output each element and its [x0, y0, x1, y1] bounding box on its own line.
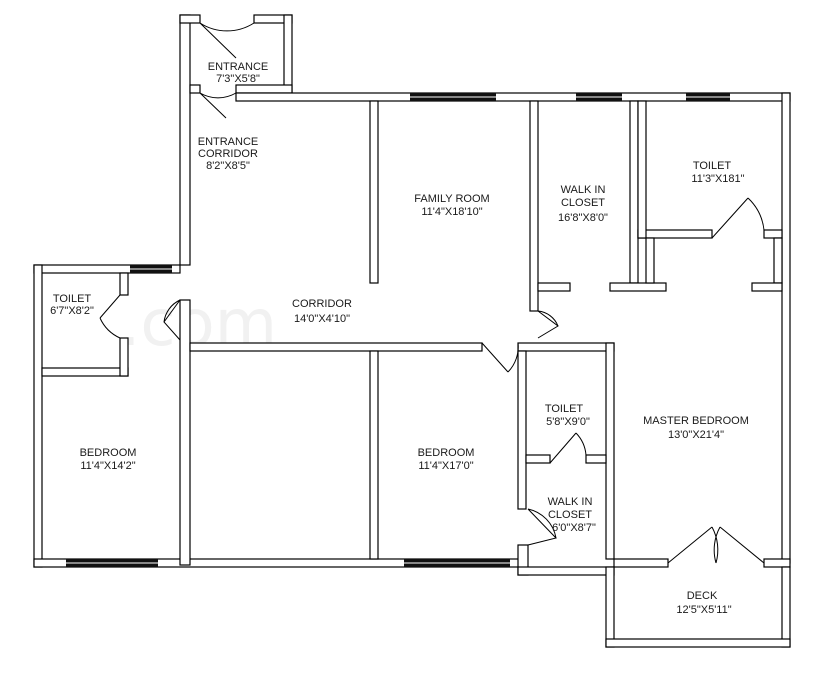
wall-closet-bottom	[517, 566, 615, 576]
label-deck-size: 12'5"X5'11"	[676, 604, 731, 616]
walls	[33, 14, 791, 648]
wall-master-stub-right	[773, 237, 783, 284]
label-master-bedroom: MASTER BEDROOM	[643, 415, 749, 427]
door-middle-toilet	[549, 432, 587, 464]
wall-corridor-bottom-left	[189, 342, 483, 352]
wall-deck-bottom	[605, 638, 791, 648]
wall-master-bottom-right	[763, 558, 791, 568]
wall-corridor-bottom-right	[517, 342, 615, 352]
wall-middle-toilet-bottom-right	[585, 454, 607, 464]
door-corridor-right	[537, 310, 559, 339]
label-entrance-size: 7'3"X5'8"	[216, 73, 260, 85]
wall-middle-toilet-bottom-left	[525, 454, 551, 464]
wall-family-left	[369, 100, 379, 284]
label-entrance-corridor-size: 8'2"X8'5"	[206, 160, 250, 172]
label-bedroom-middle: BEDROOM	[418, 447, 475, 459]
window-left-top	[130, 265, 172, 273]
wall-right	[781, 92, 791, 564]
wall-entrance-top-left	[179, 14, 201, 24]
door-middle-bedroom	[481, 342, 519, 373]
doors	[99, 22, 765, 564]
wall-middle-bedroom-left	[369, 350, 379, 560]
label-toilet-master-size: 11'3"X181"	[691, 173, 744, 185]
room-labels: ENTRANCE 7'3"X5'8" ENTRANCE CORRIDOR 8'2…	[50, 61, 749, 616]
door-corridor-left	[163, 299, 181, 341]
door-left-toilet	[99, 294, 121, 339]
wall-entrance-bottom-left	[189, 84, 201, 94]
label-walk-in-closet-top-size: 16'8"X8'0"	[558, 212, 608, 224]
label-entrance-corridor-1: ENTRANCE	[198, 136, 259, 148]
wall-master-stub-left	[645, 237, 655, 284]
wall-family-right	[529, 100, 539, 312]
wall-left-bedroom-right	[179, 299, 191, 566]
wall-master-toilet-bottom-left	[637, 229, 713, 239]
label-corridor: CORRIDOR	[292, 298, 352, 310]
door-deck-left	[667, 526, 719, 564]
wall-master-toilet-bottom-right	[763, 229, 783, 239]
windows	[66, 93, 730, 567]
wall-closet-top-right	[629, 100, 639, 284]
wall-left-toilet-right-top	[119, 272, 129, 296]
door-deck-right	[713, 526, 765, 564]
door-master-toilet	[711, 197, 765, 239]
label-bedroom-middle-size: 11'4"X17'0"	[418, 460, 473, 472]
window-closet-top	[576, 93, 622, 101]
wall-closet-top-bottom-right	[609, 282, 667, 292]
window-left-bedroom	[66, 559, 158, 567]
wall-deck-left	[605, 566, 615, 648]
window-family-room	[410, 93, 496, 101]
wall-master-bottom-left	[613, 558, 669, 568]
label-corridor-size: 14'0"X4'10"	[294, 313, 350, 325]
label-walk-in-closet-bottom-1: WALK IN	[548, 496, 593, 508]
wall-middle-toilet-right	[605, 342, 615, 560]
wall-entrance-left	[179, 14, 191, 266]
label-master-bedroom-size: 13'0"X21'4"	[668, 429, 724, 441]
label-walk-in-closet-bottom-2: CLOSET	[548, 509, 592, 521]
door-entrance-corridor	[199, 92, 237, 119]
label-walk-in-closet-top-2: CLOSET	[561, 197, 605, 209]
label-family-room: FAMILY ROOM	[414, 193, 489, 205]
label-walk-in-closet-bottom-size: 6'0"X8'7"	[552, 522, 596, 534]
label-toilet-middle-size: 5'8"X9'0"	[546, 416, 590, 428]
wall-deck-right	[781, 566, 791, 648]
label-toilet-middle: TOILET	[545, 403, 584, 415]
window-master-toilet	[686, 93, 730, 101]
label-bedroom-left: BEDROOM	[80, 447, 137, 459]
wall-master-stub-bottom	[751, 282, 783, 292]
wall-entrance-bottom-right	[235, 84, 293, 94]
wall-master-toilet-left	[637, 100, 647, 239]
label-entrance-corridor-2: CORRIDOR	[198, 148, 258, 160]
label-entrance: ENTRANCE	[208, 61, 269, 73]
door-closet-bottom	[527, 508, 557, 546]
wall-middle-bedroom-right	[517, 350, 527, 510]
window-middle-bedroom	[404, 559, 510, 567]
label-walk-in-closet-top-1: WALK IN	[561, 184, 606, 196]
door-entrance	[199, 22, 255, 59]
label-toilet-master: TOILET	[693, 160, 732, 172]
wall-left-toilet-bottom	[41, 367, 129, 377]
wall-closet-top-bottom-left	[537, 282, 571, 292]
wall-left	[33, 264, 43, 568]
label-deck: DECK	[687, 590, 718, 602]
label-family-room-size: 11'4"X18'10"	[421, 206, 482, 218]
label-toilet-left: TOILET	[53, 293, 92, 305]
label-toilet-left-size: 6'7"X8'2"	[50, 305, 94, 317]
label-bedroom-left-size: 11'4"X14'2"	[80, 460, 135, 472]
wall-left-toilet-right-bottom	[119, 337, 129, 377]
